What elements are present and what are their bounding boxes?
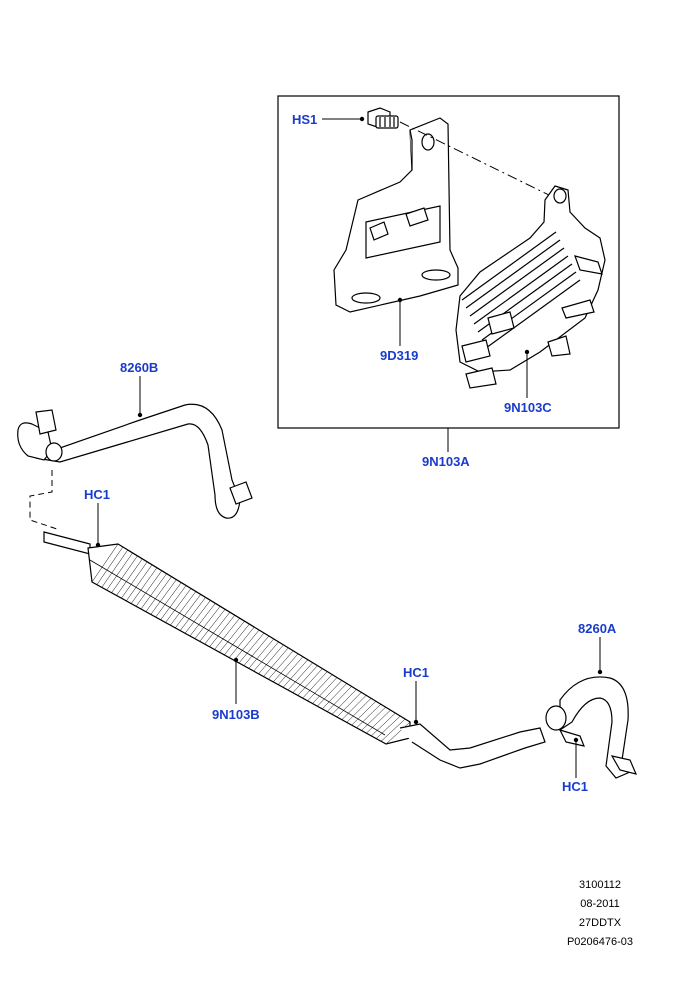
cooler-fin xyxy=(282,659,308,688)
footer-line-2: 08-2011 xyxy=(580,898,620,910)
hose-8260b-part xyxy=(17,403,253,519)
cooler-fin xyxy=(292,665,318,693)
cooler-fin xyxy=(327,686,352,712)
cooler-fin xyxy=(380,718,406,742)
cooler-fin xyxy=(135,570,163,607)
footer-line-3: 27DDTX xyxy=(578,917,622,929)
cooler-fin xyxy=(155,582,182,618)
cooler-fin xyxy=(243,635,270,666)
bolt-hs1-part xyxy=(367,107,399,129)
cooler-fin xyxy=(366,709,391,734)
callout-8260a: 8260A xyxy=(578,621,617,636)
cooler-fin xyxy=(165,588,192,623)
cooler-fin xyxy=(346,698,372,723)
cooler-fin xyxy=(194,606,221,639)
cooler-9n103b-part xyxy=(43,531,546,769)
cooler-fin xyxy=(91,543,119,583)
bracket-9d319-part xyxy=(333,117,459,313)
cooler-fin xyxy=(238,632,265,664)
cooler-fin xyxy=(145,576,172,612)
cooler-fin xyxy=(297,668,323,696)
cooler-fin xyxy=(287,662,313,691)
cooler-fin xyxy=(322,683,347,710)
cooler-fin xyxy=(111,555,138,593)
cooler-fin xyxy=(214,618,240,650)
callout-hc1-top: HC1 xyxy=(84,487,111,502)
cooler-fin xyxy=(229,626,255,658)
cooler-fin xyxy=(130,567,158,604)
cooler-fin xyxy=(96,546,124,585)
callout-hc1-mid: HC1 xyxy=(403,665,430,680)
cooler-fin xyxy=(307,674,333,701)
connection-dashed-line-left xyxy=(29,470,61,531)
leader-dots xyxy=(95,116,603,743)
callout-9n103b: 9N103B xyxy=(212,707,260,722)
cooler-fin xyxy=(268,650,294,680)
cooler-fin xyxy=(312,677,338,704)
alignment-dashed-line-inset xyxy=(399,121,556,199)
callout-9n103c: 9N103C xyxy=(504,400,552,415)
cooler-fin xyxy=(204,612,231,645)
cooler-fin xyxy=(184,600,211,634)
callout-hc1-bottom: HC1 xyxy=(562,779,589,794)
cooler-fin xyxy=(140,573,167,610)
cooler-fin xyxy=(106,552,133,591)
cooler-fin xyxy=(302,671,328,699)
cooler-fin xyxy=(331,689,357,715)
callout-9d319: 9D319 xyxy=(380,348,419,363)
cooler-fin xyxy=(170,591,197,626)
callout-8260b: 8260B xyxy=(120,360,159,375)
cooler-fin xyxy=(258,644,284,674)
cooler-fin xyxy=(253,641,279,672)
footer-line-4: P0206476-03 xyxy=(566,936,634,948)
cooler-fin xyxy=(317,680,343,707)
cooler-fin xyxy=(126,564,153,602)
reference-footer: 3100112 08-2011 27DDTX P0206476-03 xyxy=(540,876,660,952)
cooler-fin xyxy=(351,701,377,726)
cooler-fin xyxy=(233,629,260,661)
cooler-fin xyxy=(150,579,177,615)
cooler-fin xyxy=(248,638,274,669)
cooler-9n103c-part xyxy=(455,185,606,389)
cooler-fin xyxy=(224,623,250,656)
footer-line-1: 3100112 xyxy=(578,879,621,891)
callout-9n103a: 9N103A xyxy=(422,454,470,469)
leader-lines xyxy=(97,118,601,778)
cooler-fin xyxy=(121,561,148,599)
cooler-fin xyxy=(116,558,143,596)
cooler-fin xyxy=(175,594,201,629)
hose-8260a-part xyxy=(545,676,638,779)
cooler-fin xyxy=(180,597,206,631)
cooler-fin xyxy=(371,712,396,737)
cooler-fin xyxy=(273,653,299,683)
cooler-fin xyxy=(278,656,304,685)
cooler-fin xyxy=(101,549,128,588)
cooler-fin xyxy=(385,721,411,745)
cooler-fin xyxy=(263,647,289,677)
cooler-fin xyxy=(361,706,386,731)
callout-hs1: HS1 xyxy=(292,112,318,127)
cooler-fin xyxy=(356,704,381,728)
cooler-fin xyxy=(376,715,401,739)
cooler-fin xyxy=(219,620,245,653)
cooler-fin xyxy=(209,615,235,647)
cooler-fin xyxy=(189,603,216,637)
cooler-fin xyxy=(160,585,187,620)
cooler-fin xyxy=(341,695,367,720)
cooler-fin xyxy=(336,692,362,718)
cooler-fin xyxy=(199,609,226,642)
